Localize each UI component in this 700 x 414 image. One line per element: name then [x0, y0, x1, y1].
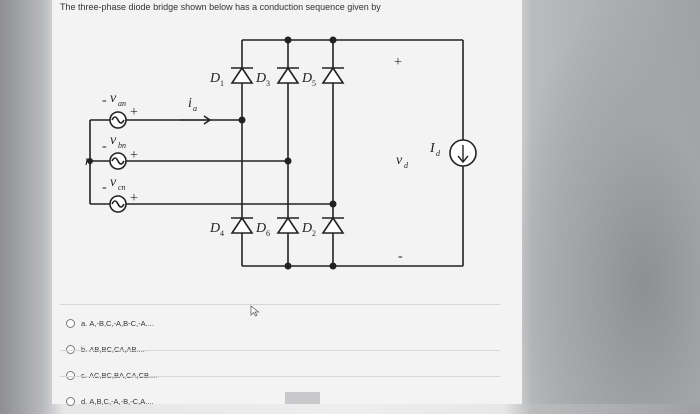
diode-d1-label: D — [209, 71, 220, 86]
option-a-radio[interactable] — [66, 318, 75, 328]
output-plus-sign: + — [394, 55, 402, 70]
diode-d2-label: D — [301, 221, 312, 236]
source-c-symbol — [109, 195, 127, 213]
diode-d4-index: 4 — [220, 229, 224, 238]
bottom-edge-strip — [285, 392, 320, 404]
bottom-diodes — [230, 216, 345, 234]
source-b-plus: + — [130, 148, 138, 163]
diode-d5-label: D — [301, 71, 312, 86]
question-text: The three-phase diode bridge shown below… — [60, 2, 381, 12]
diode-d4-label: D — [209, 221, 220, 236]
answer-options: a. A,-B,C,-A,B-C,-A.... b. AB,BC,CA,AB..… — [66, 310, 157, 414]
source-b-minus: - — [102, 139, 107, 154]
diode-d1-symbol — [230, 66, 254, 84]
option-d-letter: d. — [81, 396, 88, 406]
diode-d5-symbol — [321, 66, 345, 84]
diode-d6-label: D — [255, 221, 266, 236]
load-current-label: I — [429, 141, 436, 156]
source-b-label: v — [110, 133, 117, 148]
diode-d6-index: 6 — [266, 229, 270, 238]
output-voltage-label: v — [396, 153, 403, 168]
divider — [60, 376, 500, 377]
diode-d5-index: 5 — [312, 79, 316, 88]
option-c[interactable]: c. AC,BC,BA,CA,CB.... — [66, 362, 157, 388]
source-a-symbol — [109, 111, 127, 129]
load-current-subscript: d — [436, 149, 441, 158]
option-a-letter: a. — [81, 318, 88, 328]
option-d-text: A,B,C,-A,-B,-C,A.... — [89, 396, 154, 406]
load-current-source-symbol — [449, 139, 477, 167]
option-b-text: AB,BC,CA,AB.... — [89, 344, 145, 354]
source-c-label: v — [110, 175, 117, 190]
photo-background-shade — [515, 0, 700, 404]
diode-d3-label: D — [255, 71, 266, 86]
option-d-radio[interactable] — [66, 396, 75, 406]
diode-d6-symbol — [276, 216, 300, 234]
source-b-subscript: bn — [118, 141, 126, 150]
mouse-cursor-icon — [250, 305, 260, 317]
option-c-letter: c. — [81, 370, 87, 380]
divider — [60, 304, 500, 305]
source-a-subscript: an — [118, 99, 126, 108]
diode-d3-symbol — [276, 66, 300, 84]
output-voltage-subscript: d — [404, 161, 409, 170]
option-d[interactable]: d. A,B,C,-A,-B,-C,A.... — [66, 388, 157, 414]
diode-d3-index: 3 — [266, 79, 270, 88]
output-minus-sign: - — [398, 249, 403, 264]
diode-d2-symbol — [321, 216, 345, 234]
current-subscript: a — [193, 104, 197, 113]
junction-dots — [87, 36, 337, 270]
source-b-symbol — [109, 152, 127, 170]
source-c-minus: - — [102, 180, 107, 195]
source-a-plus: + — [130, 105, 138, 120]
source-c-subscript: cn — [118, 183, 126, 192]
current-label: i — [188, 96, 192, 111]
source-c-plus: + — [130, 191, 138, 206]
top-diodes — [230, 66, 345, 84]
option-b-letter: b. — [81, 344, 88, 354]
diode-d1-index: 1 — [220, 79, 224, 88]
option-b[interactable]: b. AB,BC,CA,AB.... — [66, 336, 157, 362]
source-a-minus: - — [102, 93, 107, 108]
option-b-radio[interactable] — [66, 344, 75, 354]
option-c-text: AC,BC,BA,CA,CB.... — [88, 370, 158, 380]
diode-d2-index: 2 — [312, 229, 316, 238]
circuit-diagram: n - v an + - v bn + - v cn + i a D 1 D 3… — [85, 36, 477, 270]
neutral-label: n — [85, 154, 92, 169]
source-a-label: v — [110, 91, 117, 106]
option-a-text: A,-B,C,-A,B-C,-A.... — [89, 318, 154, 328]
diode-d4-symbol — [230, 216, 254, 234]
option-a[interactable]: a. A,-B,C,-A,B-C,-A.... — [66, 310, 157, 336]
option-c-radio[interactable] — [66, 370, 75, 380]
divider — [60, 350, 500, 351]
current-arrow-head — [203, 115, 212, 125]
